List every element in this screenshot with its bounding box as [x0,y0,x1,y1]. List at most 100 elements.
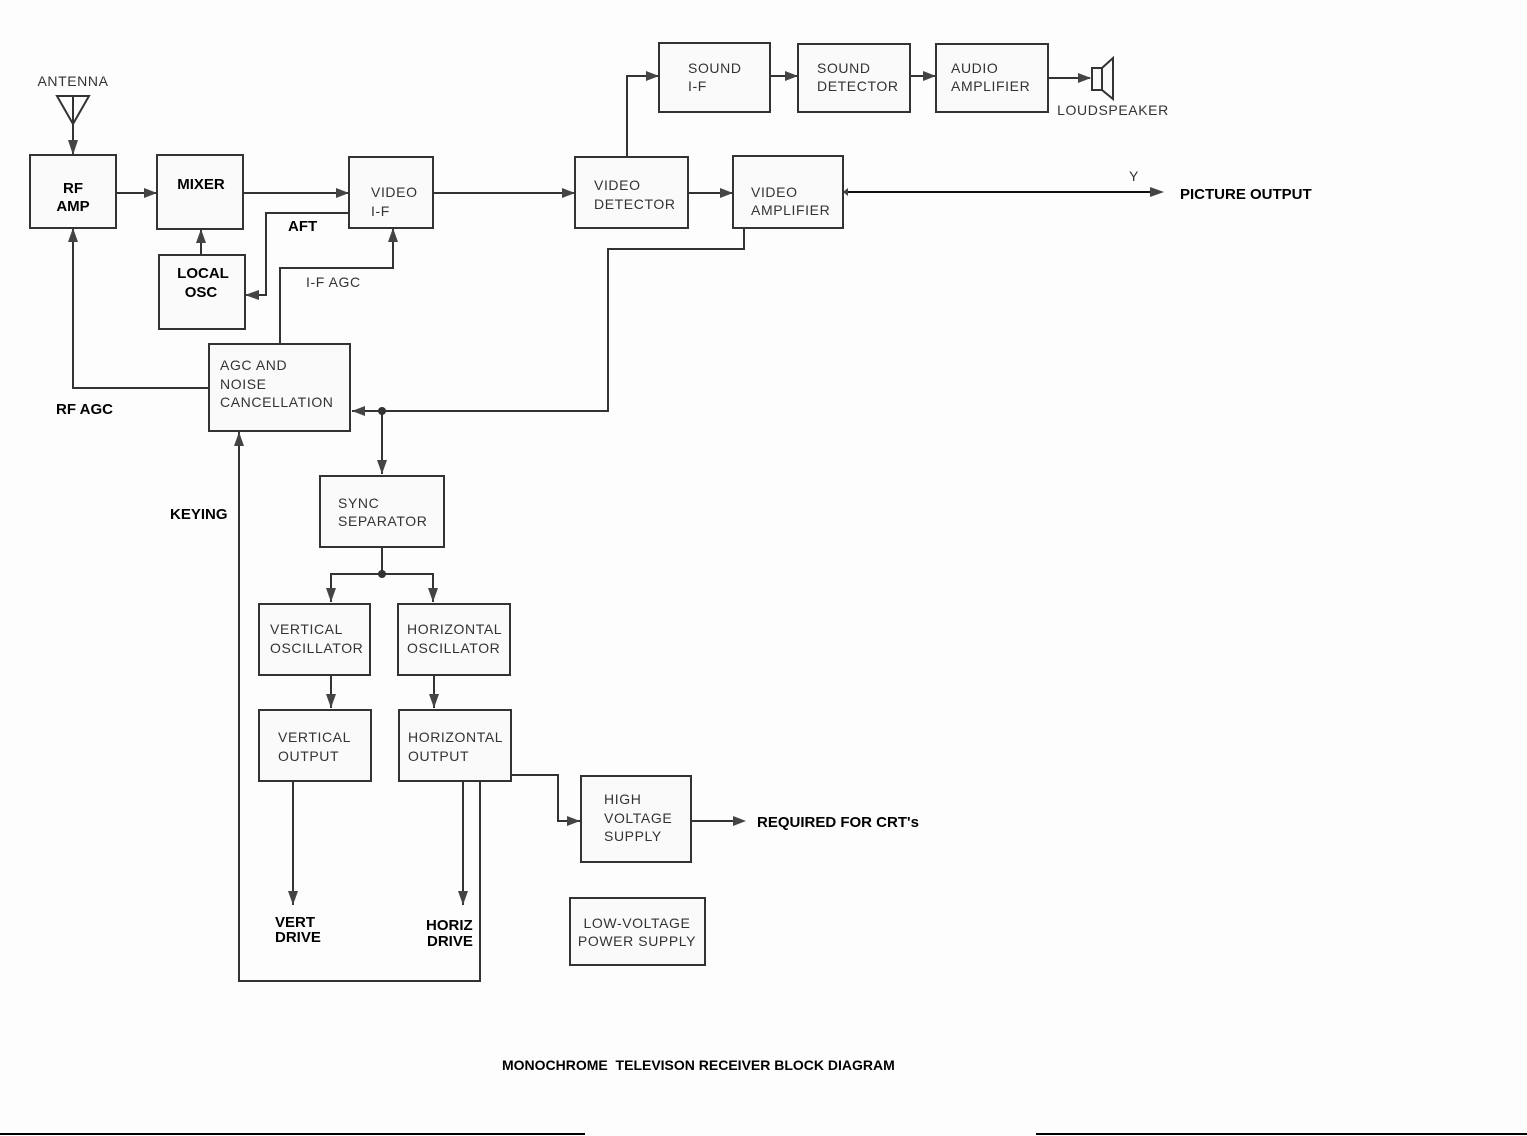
svg-text:SOUND: SOUND [688,60,742,76]
block-low-voltage-power-supply: LOW-VOLTAGE POWER SUPPLY [569,897,706,966]
arrow-up-rfamp [68,228,78,242]
arrow-down-rfamp [68,140,78,155]
svg-text:DRIVE: DRIVE [275,929,321,946]
svg-text:HIGH: HIGH [604,791,641,807]
arrow-right-crt [733,816,746,826]
arrow-down-vertout [326,694,336,708]
antenna-label: ANTENNA [37,73,108,89]
svg-text:AUDIO: AUDIO [951,60,998,76]
arrow-left-localosc [245,290,259,300]
arrow-right-mixer [144,188,157,198]
svg-text:OSCILLATOR: OSCILLATOR [270,640,363,656]
arrow-right-sounddetector [785,71,798,81]
svg-text:DETECTOR: DETECTOR [594,196,676,212]
block-video-if: VIDEO I-F [348,156,434,229]
wire-if-agc [279,228,394,343]
svg-text:I-F: I-F [371,203,390,219]
svg-text:HORIZONTAL: HORIZONTAL [407,621,502,637]
label-y: Y [1129,168,1139,184]
arrow-right-soundif [646,71,659,81]
wire-horizout-hv [511,774,580,822]
block-vertical-oscillator: VERTICAL OSCILLATOR [258,603,371,676]
block-sound-if: SOUND I-F [658,42,771,113]
arrow-down-vertdrive [288,891,298,905]
label-aft: AFT [288,218,317,235]
arrow-right-speaker [1078,73,1091,83]
block-high-voltage-supply: HIGH VOLTAGE SUPPLY [580,775,692,863]
block-video-amplifier: VIDEO AMPLIFIER [732,155,844,229]
svg-text:VERTICAL: VERTICAL [270,621,343,637]
block-agc-noise-cancellation: AGC AND NOISE CANCELLATION [208,343,351,432]
label-keying: KEYING [170,506,228,523]
svg-text:VIDEO: VIDEO [594,177,641,193]
block-horizontal-output: HORIZONTAL OUTPUT [398,709,512,782]
junction-dot-agc [378,407,386,415]
diagram-title: MONOCHROME TELEVISON RECEIVER BLOCK DIAG… [502,1057,895,1073]
svg-text:VOLTAGE: VOLTAGE [604,810,672,826]
connections [72,75,1160,982]
label-picture-output: PICTURE OUTPUT [1180,186,1312,203]
block-audio-amplifier: AUDIO AMPLIFIER [935,43,1049,113]
block-rf-amp: RF AMP [29,154,117,229]
svg-text:SEPARATOR: SEPARATOR [338,513,427,529]
svg-text:SUPPLY: SUPPLY [604,828,662,844]
svg-text:HORIZ: HORIZ [426,917,473,934]
svg-text:VIDEO: VIDEO [371,184,418,200]
svg-text:AMPLIFIER: AMPLIFIER [751,202,830,218]
svg-text:I-F: I-F [688,78,707,94]
svg-text:VERTICAL: VERTICAL [278,729,351,745]
junction-dot-sync [378,570,386,578]
svg-text:MIXER: MIXER [177,176,225,193]
block-local-osc: LOCAL OSC [158,254,246,330]
label-rf-agc: RF AGC [56,401,113,418]
antenna-icon [55,95,91,127]
arrow-right-audioamp [923,71,936,81]
svg-text:RF: RF [63,180,83,197]
svg-text:NOISE: NOISE [220,376,267,392]
svg-text:OUTPUT: OUTPUT [408,748,469,764]
arrow-down-vertosc [326,588,336,602]
svg-text:HORIZONTAL: HORIZONTAL [408,729,503,745]
svg-text:CANCELLATION: CANCELLATION [220,394,334,410]
svg-text:AMPLIFIER: AMPLIFIER [951,78,1030,94]
block-sound-detector: SOUND DETECTOR [797,43,911,113]
svg-text:DETECTOR: DETECTOR [817,78,899,94]
arrow-up-keying [234,432,244,446]
svg-text:AMP: AMP [56,198,89,215]
svg-text:OUTPUT: OUTPUT [278,748,339,764]
wire-keying [238,432,481,982]
arrow-right-picture [1150,187,1164,197]
arrow-left-videoamp-y [843,188,848,196]
svg-text:POWER SUPPLY: POWER SUPPLY [578,933,696,949]
label-required-for-crt: REQUIRED FOR CRT's [757,814,919,831]
arrow-down-horizosc [428,588,438,602]
arrow-up-videoif [388,228,398,242]
arrow-down-horizdrive [458,891,468,905]
svg-text:OSCILLATOR: OSCILLATOR [407,640,500,656]
svg-text:OSC: OSC [185,284,218,301]
loudspeaker-label: LOUDSPEAKER [1057,102,1169,118]
arrow-right-videodetector [562,188,575,198]
block-video-detector: VIDEO DETECTOR [574,156,689,229]
label-horiz-drive: HORIZ DRIVE [426,917,473,950]
arrow-right-videoif [336,188,349,198]
block-horizontal-oscillator: HORIZONTAL OSCILLATOR [397,603,511,676]
svg-text:SYNC: SYNC [338,495,379,511]
svg-text:LOCAL: LOCAL [177,265,229,282]
wire-videodetector-soundif [626,75,659,157]
svg-text:DRIVE: DRIVE [427,933,473,950]
svg-text:VIDEO: VIDEO [751,184,798,200]
block-vertical-output: VERTICAL OUTPUT [258,709,372,782]
wire-rf-agc [72,228,209,389]
wire-videoamp-agc [352,228,745,412]
label-if-agc: I-F AGC [306,274,361,290]
arrow-down-sync [377,460,387,474]
svg-text:AGC AND: AGC AND [220,357,287,373]
svg-text:LOW-VOLTAGE: LOW-VOLTAGE [584,915,691,931]
svg-text:SOUND: SOUND [817,60,871,76]
svg-text:VERT: VERT [275,914,315,931]
arrow-right-hv [567,816,580,826]
arrow-up-mixer [196,229,206,243]
